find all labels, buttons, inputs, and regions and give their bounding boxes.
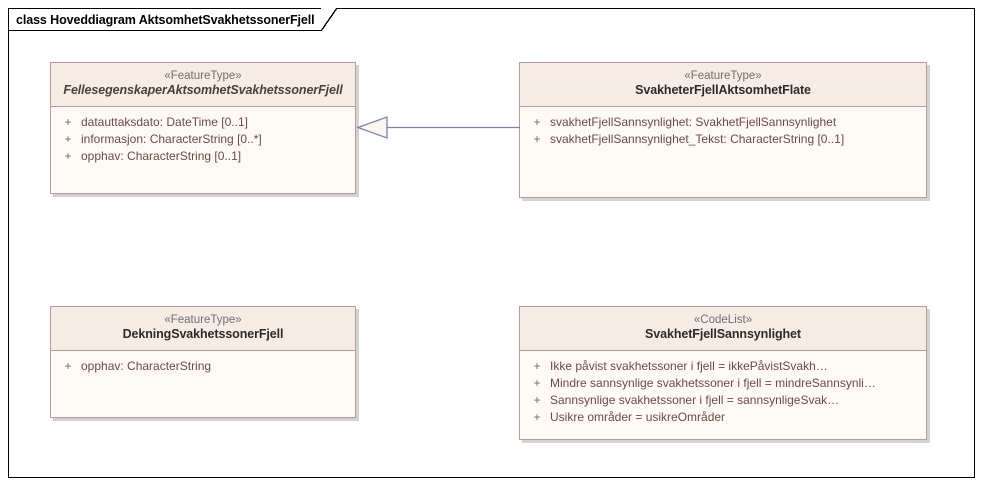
diagram-title-tab-body: class Hoveddiagram AktsomhetSvakhetssone… <box>8 8 321 31</box>
attribute-row[interactable]: + Ikke påvist svakhetssoner i fjell = ik… <box>524 358 922 375</box>
class-stereotype: «FeatureType» <box>684 70 762 82</box>
attribute-label: svakhetFjellSannsynlighet: SvakhetFjellS… <box>550 115 837 129</box>
attribute-label: opphav: CharacterString <box>81 359 212 373</box>
class-attribute-compartment: + datauttaksdato: DateTime [0..1] + info… <box>51 107 355 193</box>
attribute-row[interactable]: + svakhetFjellSannsynlighet_Tekst: Chara… <box>524 131 922 148</box>
attribute-label: opphav: CharacterString [0..1] <box>81 149 242 163</box>
attribute-label: datauttaksdato: DateTime [0..1] <box>81 115 248 129</box>
class-box-dekningsvakhetssonerfjell[interactable]: «FeatureType» DekningSvakhetssonerFjell … <box>50 306 356 418</box>
visibility-marker: + <box>533 376 541 390</box>
attribute-row[interactable]: + opphav: CharacterString [0..1] <box>55 148 351 165</box>
visibility-marker: + <box>64 359 72 373</box>
class-name: DekningSvakhetssonerFjell <box>122 327 284 342</box>
visibility-marker: + <box>533 393 541 407</box>
attribute-label: Mindre sannsynlige svakhetssoner i fjell… <box>550 376 876 390</box>
attribute-row[interactable]: + opphav: CharacterString <box>55 358 351 375</box>
attribute-row[interactable]: + Usikre områder = usikreOmråder <box>524 409 922 426</box>
visibility-marker: + <box>64 115 72 129</box>
class-box-fellesegenskaperaktsomhetsvakhetssonerfjell[interactable]: «FeatureType» FellesegenskaperAktsomhetS… <box>50 62 356 194</box>
attribute-label: Sannsynlige svakhetssoner i fjell = sann… <box>550 393 840 407</box>
attribute-label: Usikre områder = usikreOmråder <box>550 410 726 424</box>
visibility-marker: + <box>533 410 541 424</box>
class-box-svakheterfjellaktsomhetflate[interactable]: «FeatureType» SvakheterFjellAktsomhetFla… <box>519 62 927 198</box>
attribute-row[interactable]: + svakhetFjellSannsynlighet: SvakhetFjel… <box>524 114 922 131</box>
class-name: SvakheterFjellAktsomhetFlate <box>635 83 811 98</box>
attribute-row[interactable]: + Mindre sannsynlige svakhetssoner i fje… <box>524 375 922 392</box>
diagram-title-tab[interactable]: class Hoveddiagram AktsomhetSvakhetssone… <box>8 8 337 31</box>
attribute-label: Ikke påvist svakhetssoner i fjell = ikke… <box>550 359 828 373</box>
class-attribute-compartment: + svakhetFjellSannsynlighet: SvakhetFjel… <box>520 107 926 197</box>
visibility-marker: + <box>533 132 541 146</box>
diagram-title-tab-slant <box>320 8 337 31</box>
class-stereotype: «FeatureType» <box>164 314 242 326</box>
attribute-label: svakhetFjellSannsynlighet_Tekst: Charact… <box>550 132 845 146</box>
class-box-svakhetfjellsannsynlighet[interactable]: «CodeList» SvakhetFjellSannsynlighet + I… <box>519 306 927 440</box>
visibility-marker: + <box>533 115 541 129</box>
visibility-marker: + <box>64 149 72 163</box>
class-name: SvakhetFjellSannsynlighet <box>645 327 801 342</box>
class-stereotype: «FeatureType» <box>164 70 242 82</box>
class-name: FellesegenskaperAktsomhetSvakhetssonerFj… <box>63 83 343 98</box>
attribute-row[interactable]: + Sannsynlige svakhetssoner i fjell = sa… <box>524 392 922 409</box>
class-attribute-compartment: + opphav: CharacterString <box>51 351 355 417</box>
class-attribute-compartment: + Ikke påvist svakhetssoner i fjell = ik… <box>520 351 926 439</box>
attribute-row[interactable]: + informasjon: CharacterString [0..*] <box>55 131 351 148</box>
class-header: «FeatureType» FellesegenskaperAktsomhetS… <box>51 63 355 107</box>
class-header: «FeatureType» DekningSvakhetssonerFjell <box>51 307 355 351</box>
class-stereotype: «CodeList» <box>693 314 753 326</box>
attribute-row[interactable]: + datauttaksdato: DateTime [0..1] <box>55 114 351 131</box>
visibility-marker: + <box>533 359 541 373</box>
diagram-title-label: class Hoveddiagram AktsomhetSvakhetssone… <box>16 12 315 27</box>
visibility-marker: + <box>64 132 72 146</box>
class-header: «FeatureType» SvakheterFjellAktsomhetFla… <box>520 63 926 107</box>
class-header: «CodeList» SvakhetFjellSannsynlighet <box>520 307 926 351</box>
attribute-label: informasjon: CharacterString [0..*] <box>81 132 262 146</box>
